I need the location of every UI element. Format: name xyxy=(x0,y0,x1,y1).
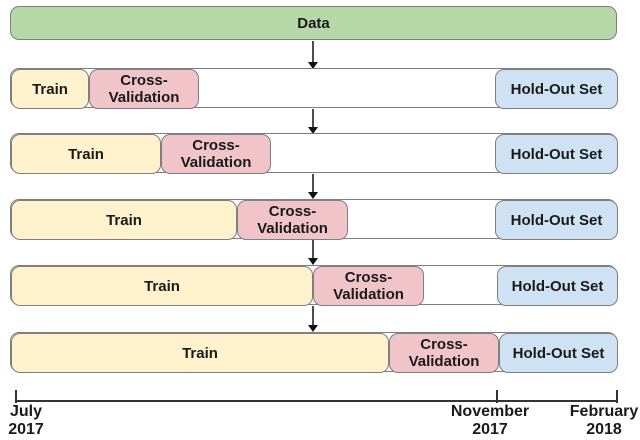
arrow-down-icon xyxy=(312,306,314,326)
cross-validation-label: Cross-Validation xyxy=(408,336,480,370)
holdout-label: Hold-Out Set xyxy=(510,211,603,229)
cross-validation-block: Cross-Validation xyxy=(313,266,424,306)
cross-validation-label: Cross-Validation xyxy=(108,72,180,106)
cross-validation-block: Cross-Validation xyxy=(161,134,271,174)
holdout-block: Hold-Out Set xyxy=(495,134,618,174)
train-label: Train xyxy=(68,145,104,163)
timeline-tick xyxy=(496,390,498,403)
holdout-block: Hold-Out Set xyxy=(499,333,618,373)
arrow-down-icon xyxy=(312,240,314,259)
timeline-label-line: 2017 xyxy=(8,421,44,438)
train-label: Train xyxy=(182,344,218,362)
holdout-label: Hold-Out Set xyxy=(511,277,604,295)
holdout-label: Hold-Out Set xyxy=(510,80,603,98)
data-block-label: Data xyxy=(297,14,330,32)
timeline-label-line: November xyxy=(450,403,530,420)
arrow-down-icon xyxy=(312,109,314,128)
holdout-block: Hold-Out Set xyxy=(495,69,618,109)
split-row-3: Train Cross-Validation Hold-Out Set xyxy=(10,199,618,240)
timeline-label-february-2018: February 2018 xyxy=(570,403,638,439)
timeline-label-line: 2018 xyxy=(586,421,622,438)
holdout-label: Hold-Out Set xyxy=(512,344,605,362)
timeline-axis xyxy=(15,400,618,402)
timeline-label-line: February xyxy=(569,403,639,420)
split-row-2: Train Cross-Validation Hold-Out Set xyxy=(10,133,618,174)
train-block: Train xyxy=(11,200,237,240)
data-block: Data xyxy=(10,6,617,40)
timeline-label-july-2017: July 2017 xyxy=(8,403,44,439)
timeline-label-line: 2017 xyxy=(472,421,508,438)
split-row-5: Train Cross-Validation Hold-Out Set xyxy=(10,332,618,373)
holdout-block: Hold-Out Set xyxy=(495,200,618,240)
holdout-label: Hold-Out Set xyxy=(510,145,603,163)
train-block: Train xyxy=(11,266,313,306)
holdout-block: Hold-Out Set xyxy=(497,266,618,306)
timeline-tick xyxy=(15,390,17,403)
train-label: Train xyxy=(144,277,180,295)
split-row-1: Train Cross-Validation Hold-Out Set xyxy=(10,68,618,109)
cross-validation-block: Cross-Validation xyxy=(237,200,348,240)
timeline-label-line: July xyxy=(9,403,42,420)
train-block: Train xyxy=(11,333,389,373)
train-label: Train xyxy=(106,211,142,229)
split-row-4: Train Cross-Validation Hold-Out Set xyxy=(10,265,618,306)
cross-validation-label: Cross-Validation xyxy=(180,137,252,171)
cross-validation-block: Cross-Validation xyxy=(389,333,499,373)
cross-validation-block: Cross-Validation xyxy=(89,69,199,109)
arrow-down-icon xyxy=(312,41,314,63)
train-block: Train xyxy=(11,134,161,174)
train-block: Train xyxy=(11,69,89,109)
train-label: Train xyxy=(32,80,68,98)
timeline-label-november-2017: November 2017 xyxy=(451,403,529,439)
timeline-tick xyxy=(616,390,618,403)
cross-validation-label: Cross-Validation xyxy=(333,269,404,303)
arrow-down-icon xyxy=(312,174,314,193)
cross-validation-label: Cross-Validation xyxy=(257,203,328,237)
